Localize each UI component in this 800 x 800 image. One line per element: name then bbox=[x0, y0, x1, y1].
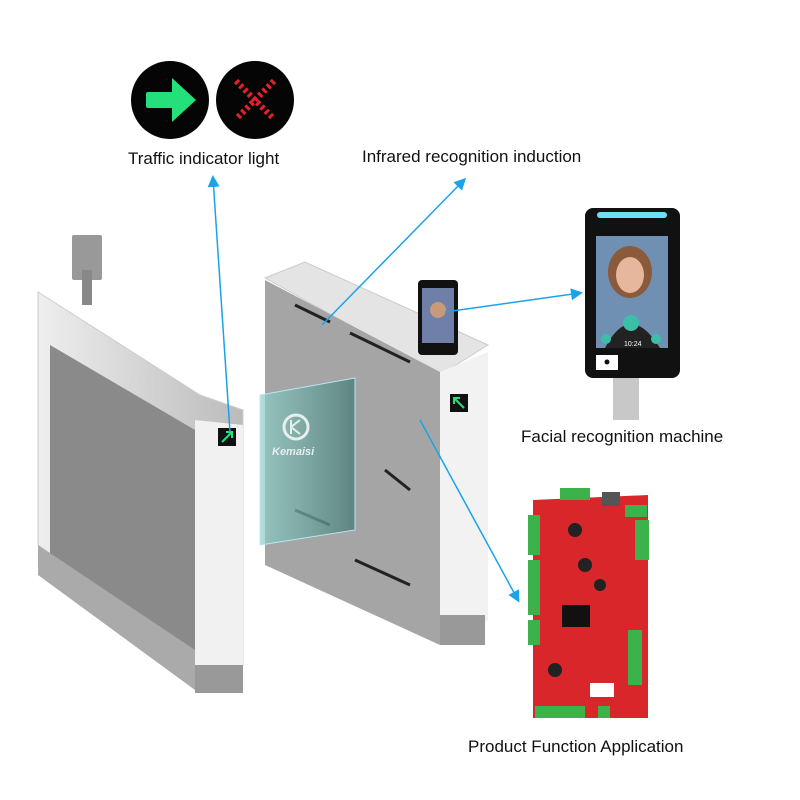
glass-flap: Kemaisi bbox=[259, 377, 356, 546]
infrared-callout-arrow bbox=[321, 177, 467, 326]
board-callout-arrow bbox=[419, 419, 520, 603]
facial-recognition-device: 10:24 bbox=[585, 208, 680, 420]
traffic-light-callout-arrow bbox=[207, 175, 231, 433]
traffic-light-label: Traffic indicator light bbox=[128, 149, 280, 168]
brand-logo: Kemaisi bbox=[272, 446, 315, 458]
green-arrow-led bbox=[131, 61, 209, 139]
infrared-label: Infrared recognition induction bbox=[362, 147, 582, 166]
control-board bbox=[528, 488, 649, 718]
device-clock: 10:24 bbox=[624, 341, 642, 348]
left-gate-cabinet bbox=[37, 235, 244, 693]
red-cross-led bbox=[216, 61, 294, 139]
facial-machine-label: Facial recognition machine bbox=[521, 427, 724, 446]
board-label: Product Function Application bbox=[468, 737, 684, 756]
facial-callout-arrow bbox=[444, 288, 583, 313]
